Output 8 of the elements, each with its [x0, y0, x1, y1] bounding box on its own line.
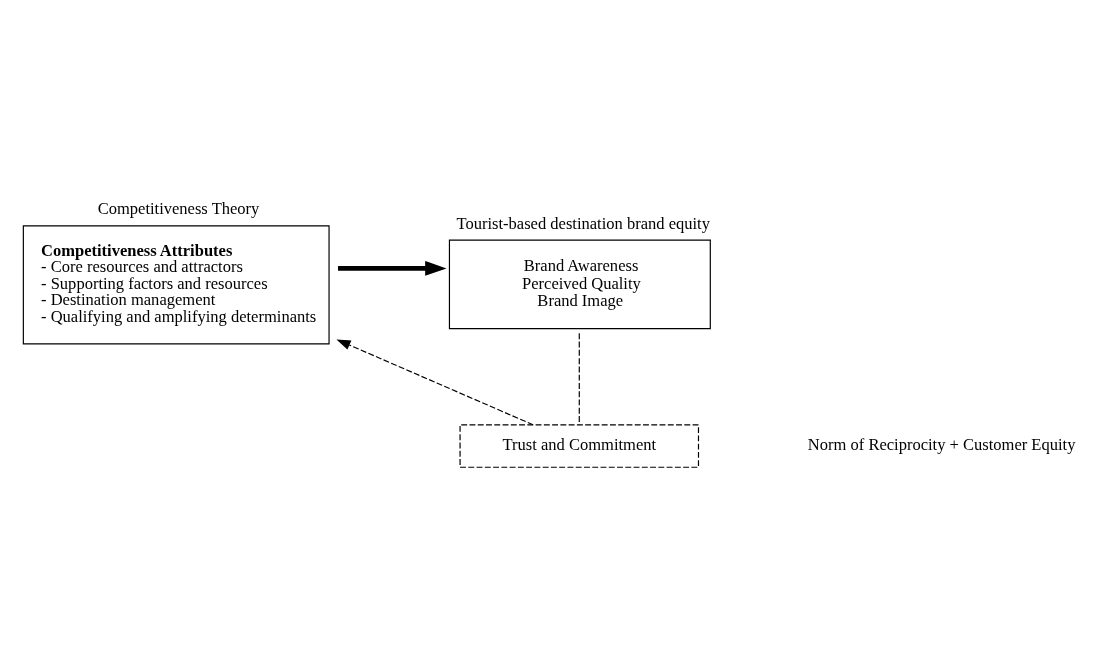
- node-box: Brand Awareness Perceived Quality Brand Image: [448, 239, 711, 330]
- arrow: [336, 339, 534, 426]
- label: Norm of Reciprocity + Customer Equity: [807, 435, 1076, 455]
- node-box: Trust and Commitment: [459, 424, 700, 468]
- node-box: Competitiveness Attributes - Core resources and attractors - Supporting factors and resources - Destination management - Qualifying and amplifying determinants: [22, 225, 330, 345]
- arrow: [338, 260, 447, 276]
- node-label: Tourist-based destination brand equity: [456, 213, 710, 233]
- node-label: Competitiveness Theory: [97, 199, 260, 219]
